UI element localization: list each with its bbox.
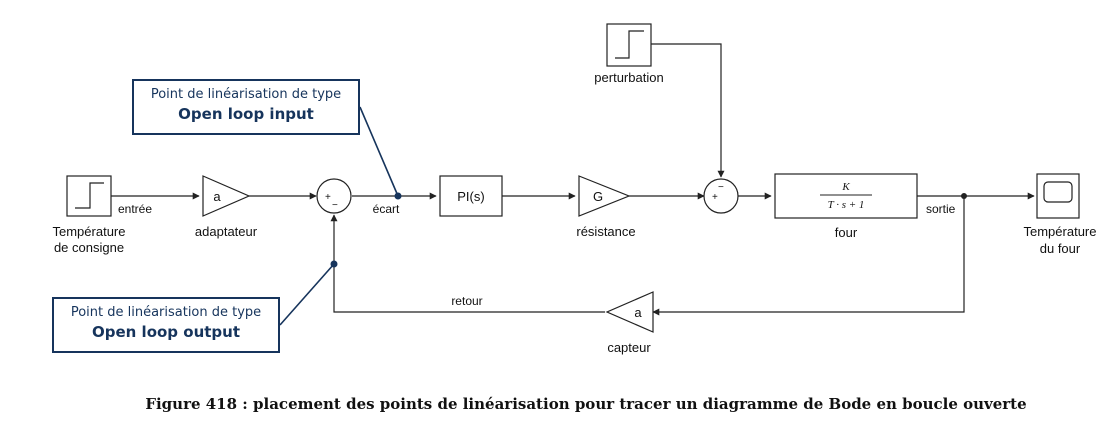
signal-label-error: écart xyxy=(373,202,400,216)
svg-text:a: a xyxy=(634,305,642,320)
callout-output-pointer xyxy=(279,263,335,326)
callout-output-line1: Point de linéarisation de type xyxy=(70,305,262,320)
wire-sensor-to-sum1 xyxy=(330,214,605,313)
callout-input-line2: Open loop input xyxy=(178,104,314,123)
oven-label: four xyxy=(835,225,858,240)
figure-caption: Figure 418 : placement des points de lin… xyxy=(145,395,1027,413)
callout-input-pointer xyxy=(359,106,399,197)
svg-text:+: + xyxy=(325,192,331,203)
svg-text:−: − xyxy=(332,200,338,211)
scope-block[interactable] xyxy=(1036,173,1080,219)
callout-output-line2: Open loop output xyxy=(91,322,240,341)
linearization-point-output[interactable] xyxy=(330,260,338,268)
svg-text:K: K xyxy=(841,181,850,193)
callout-open-loop-output: Point de linéarisation de type Open loop… xyxy=(52,297,280,353)
svg-text:+: + xyxy=(712,192,718,203)
scope-label-line2: du four xyxy=(1040,241,1081,256)
adapter-gain-block[interactable]: a xyxy=(202,175,251,217)
sensor-gain-block[interactable]: a xyxy=(605,291,654,333)
setpoint-step-block[interactable] xyxy=(66,175,112,217)
branch-point-output xyxy=(961,193,967,199)
resistance-gain-block[interactable]: G xyxy=(578,175,631,217)
oven-transfer-function-block[interactable]: K T · s + 1 xyxy=(774,173,918,219)
resistance-label: résistance xyxy=(576,224,635,239)
wire-output-to-sensor xyxy=(652,196,965,316)
callout-open-loop-input: Point de linéarisation de type Open loop… xyxy=(132,79,360,135)
linearization-point-input[interactable] xyxy=(394,192,402,200)
setpoint-label-line2: de consigne xyxy=(54,240,124,255)
svg-text:a: a xyxy=(213,189,221,204)
disturbance-label: perturbation xyxy=(594,70,663,85)
scope-label-line1: Température xyxy=(1024,224,1097,239)
wire-disturbance-to-sum2 xyxy=(651,43,725,178)
disturbance-step-block[interactable] xyxy=(606,23,652,67)
svg-text:−: − xyxy=(718,182,724,193)
adapter-label: adaptateur xyxy=(195,224,258,239)
callout-input-line1: Point de linéarisation de type xyxy=(150,87,342,102)
signal-label-feedback: retour xyxy=(451,294,482,308)
svg-text:PI(s): PI(s) xyxy=(457,189,484,204)
svg-text:T · s + 1: T · s + 1 xyxy=(828,199,865,211)
pi-controller-block[interactable]: PI(s) xyxy=(439,175,503,217)
sum-block-1[interactable]: + − xyxy=(316,178,352,214)
sensor-label: capteur xyxy=(607,340,651,355)
signal-label-output: sortie xyxy=(926,202,956,216)
svg-text:G: G xyxy=(593,189,603,204)
signal-label-input: entrée xyxy=(118,202,152,216)
sum-block-2[interactable]: + − xyxy=(703,178,739,214)
setpoint-label-line1: Température xyxy=(53,224,126,239)
